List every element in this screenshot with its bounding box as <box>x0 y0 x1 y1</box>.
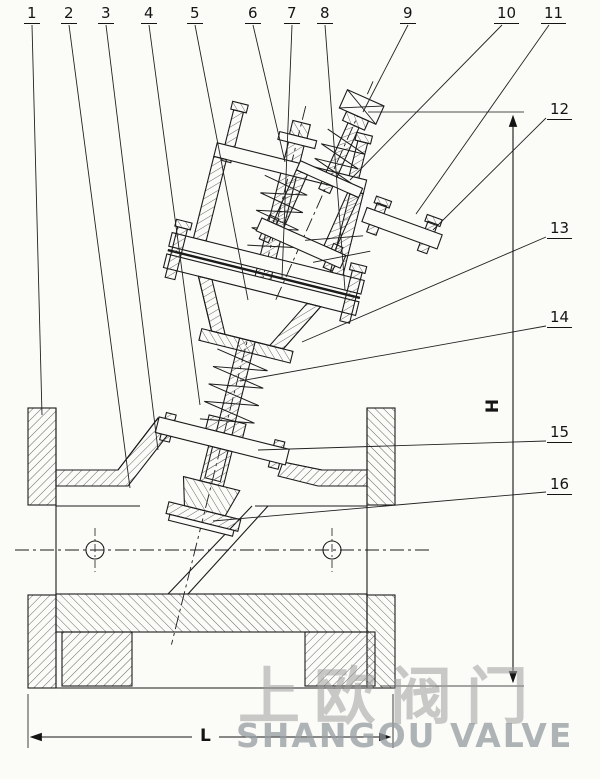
leader-line-11 <box>415 24 550 215</box>
leader-line-12 <box>432 117 547 231</box>
callout-3: 3 <box>98 5 114 24</box>
callout-9: 9 <box>400 5 416 24</box>
callout-11: 11 <box>541 5 567 24</box>
callout-1: 1 <box>24 5 40 24</box>
callout-10: 10 <box>494 5 520 24</box>
leader-line-1 <box>31 24 43 416</box>
callout-15: 15 <box>547 424 573 443</box>
leader-line-2 <box>68 24 131 489</box>
callout-13: 13 <box>547 220 573 239</box>
callout-5: 5 <box>187 5 203 24</box>
callout-6: 6 <box>245 5 261 24</box>
leader-line-8 <box>324 24 346 291</box>
pilot-assembly <box>255 81 385 301</box>
leader-lines <box>31 24 550 522</box>
leader-line-3 <box>105 24 159 451</box>
leader-line-14 <box>239 325 547 382</box>
leader-line-10 <box>349 24 503 181</box>
valve-body <box>15 407 430 689</box>
callout-12: 12 <box>547 101 573 120</box>
actuator-assembly <box>154 100 374 645</box>
length-dimension-label: L <box>192 726 219 746</box>
callout-16: 16 <box>547 476 573 495</box>
leader-line-5 <box>194 24 249 301</box>
callout-8: 8 <box>317 5 333 24</box>
height-dimension-label: H <box>483 398 504 414</box>
callout-2: 2 <box>61 5 77 24</box>
callout-7: 7 <box>284 5 300 24</box>
leader-line-4 <box>148 24 201 406</box>
callout-4: 4 <box>141 5 157 24</box>
leader-line-6 <box>252 24 286 163</box>
side-flange-assembly <box>305 195 443 263</box>
leader-line-13 <box>301 236 547 343</box>
h-dimension <box>368 111 524 687</box>
leader-line-7 <box>281 24 293 279</box>
leader-line-15 <box>257 440 547 451</box>
leader-line-9 <box>362 24 409 113</box>
leader-line-16 <box>212 491 547 522</box>
callout-14: 14 <box>547 309 573 328</box>
